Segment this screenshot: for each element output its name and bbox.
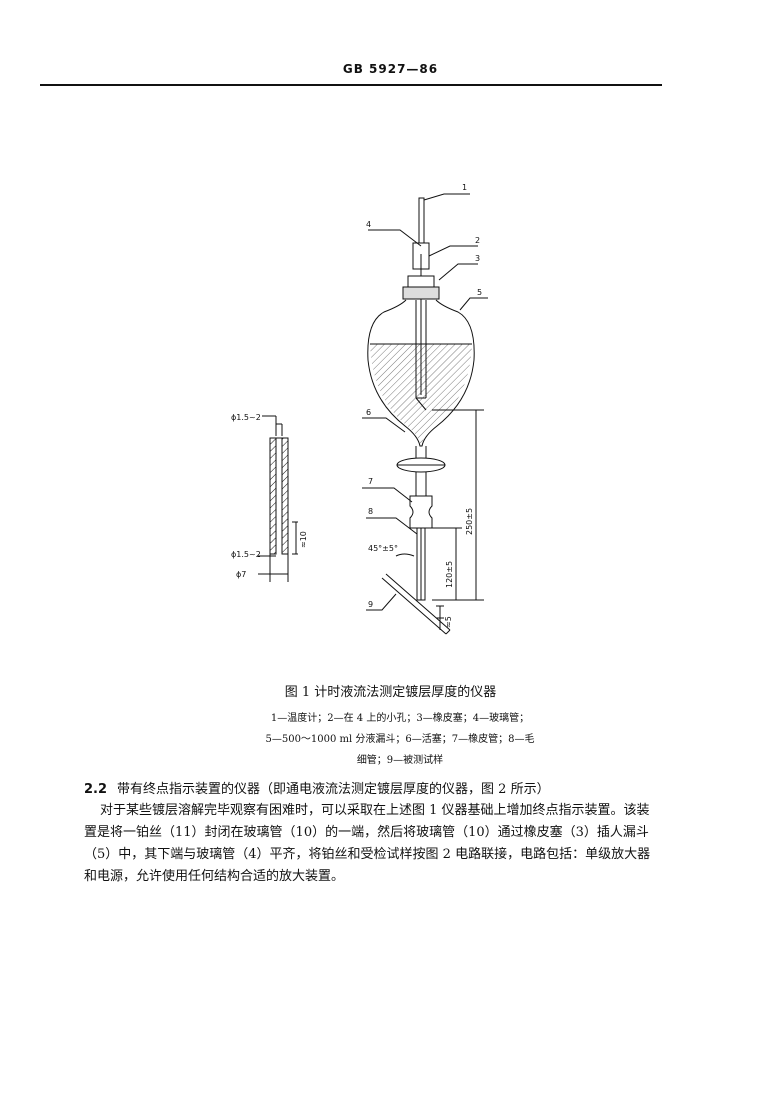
paragraph-line-4: 和电源，允许使用任何结构合适的放大装置。 <box>84 869 345 884</box>
header-rule <box>40 84 662 86</box>
apparatus <box>362 193 488 635</box>
dim-height-total: 250±5 <box>465 508 474 535</box>
legend-line-1: 1—温度计；2—在 4 上的小孔；3—橡皮塞；4—玻璃管； <box>270 713 530 724</box>
section-number: 2.2 <box>84 782 108 797</box>
dim-hole-dia-top: ϕ1.5~2 <box>231 413 261 422</box>
callout-4: 4 <box>366 220 371 229</box>
callout-6: 6 <box>366 408 371 417</box>
dim-hole-dia-bottom: ϕ1.5~2 <box>231 550 261 559</box>
section-heading: 2.2 带有终点指示装置的仪器（即通电液流法测定镀层厚度的仪器，图 2 所示） <box>84 778 550 797</box>
callout-3: 3 <box>475 254 480 263</box>
callout-8: 8 <box>368 507 373 516</box>
dim-angle: 45°±5° <box>368 544 398 553</box>
document-header-code: GB 5927—86 <box>342 62 439 76</box>
callout-7: 7 <box>368 477 373 486</box>
capillary-detail <box>258 415 298 582</box>
figure-caption: 图 1 计时液流法测定镀层厚度的仪器 <box>284 685 497 700</box>
section-title: 带有终点指示装置的仪器（即通电液流法测定镀层厚度的仪器，图 2 所示） <box>117 782 550 797</box>
paragraph-line-2: 置是将一铂丝（11）封闭在玻璃管（10）的一端，然后将玻璃管（10）通过橡皮塞（… <box>84 825 649 840</box>
callout-1: 1 <box>462 183 467 192</box>
paragraph-line-3: （5）中，其下端与玻璃管（4）平齐，将铂丝和受检试样按图 2 电路联接，电路包括… <box>84 847 651 862</box>
paragraph-line-1: 对于某些镀层溶解完毕观察有困难时，可以采取在上述图 1 仪器基础上增加终点指示装… <box>100 803 650 818</box>
callout-5: 5 <box>477 288 482 297</box>
dim-outer-dia: ϕ7 <box>236 570 246 579</box>
legend-line-3: 细管；9—被测试样 <box>356 755 444 766</box>
figure-1-apparatus-diagram: ϕ1.5~2 ≈10 ϕ1.5~2 ϕ7 <box>231 183 488 635</box>
callout-2: 2 <box>475 236 480 245</box>
callout-9: 9 <box>368 600 373 609</box>
dim-gap: ≈5 <box>444 616 453 628</box>
legend-line-2: 5—500～1000 ml 分液漏斗；6—活塞；7—橡皮管；8—毛 <box>265 734 535 745</box>
dim-height-lower: 120±5 <box>445 561 454 588</box>
dim-tip-length: ≈10 <box>299 531 308 548</box>
